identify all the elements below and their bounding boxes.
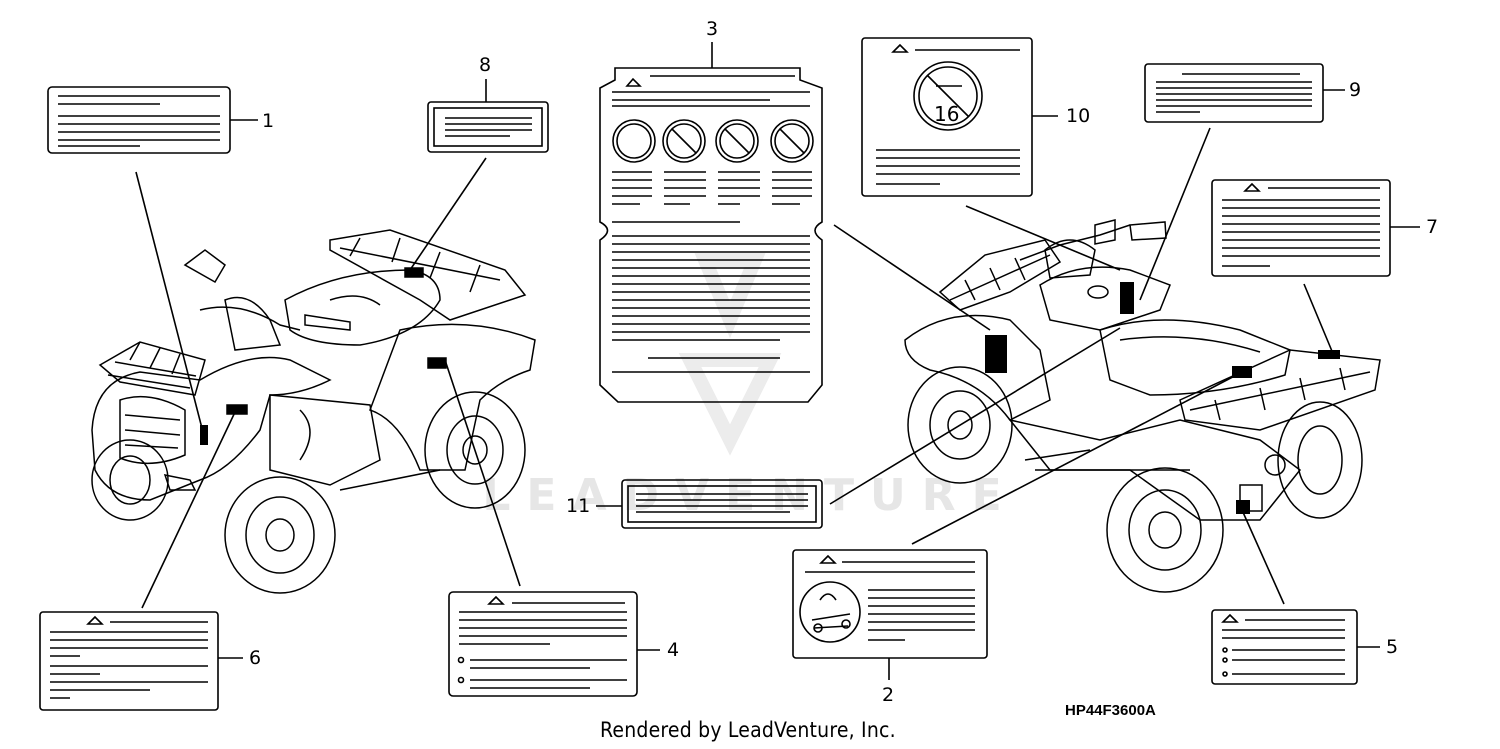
label-10 (861, 37, 1033, 197)
atv-front-view (91, 229, 536, 594)
atv-rear-view (904, 219, 1381, 593)
pointer-10 (965, 205, 1121, 271)
pointer-1 (135, 171, 206, 441)
callout-5: 5 (1386, 636, 1399, 658)
label-5 (1211, 609, 1358, 685)
label-7 (1211, 179, 1391, 277)
pointer-3 (833, 224, 991, 331)
label-8 (427, 101, 549, 153)
callout-3: 3 (706, 18, 719, 40)
pointer-6 (141, 409, 237, 609)
pointer-9 (1139, 127, 1211, 301)
callout-8: 8 (479, 54, 492, 76)
callout-6: 6 (249, 647, 262, 669)
pointer-2 (911, 367, 1251, 545)
label-4 (448, 591, 638, 697)
pointer-8 (409, 157, 487, 271)
label-9 (1144, 63, 1324, 123)
label-2 (792, 549, 988, 659)
callout-1: 1 (262, 110, 275, 132)
pointer-7 (1303, 283, 1335, 357)
callout-9: 9 (1349, 79, 1362, 101)
pointer-11 (829, 327, 1121, 505)
diagram-code: HP44F3600A (1065, 702, 1156, 719)
pointer-5 (1241, 509, 1285, 605)
label-1 (47, 86, 231, 154)
callout-2: 2 (882, 684, 895, 706)
callout-10: 10 (1066, 105, 1091, 127)
pointer-4 (444, 359, 521, 587)
callout-7: 7 (1426, 216, 1439, 238)
label-11 (621, 479, 823, 529)
label-10-age-number: 16 (934, 102, 960, 126)
callout-4: 4 (667, 639, 680, 661)
watermark-logo (678, 253, 782, 456)
label-3 (599, 67, 823, 403)
rendered-by-caption: Rendered by LeadVenture, Inc. (600, 718, 896, 742)
label-6 (39, 611, 219, 711)
callout-11: 11 (566, 495, 591, 517)
